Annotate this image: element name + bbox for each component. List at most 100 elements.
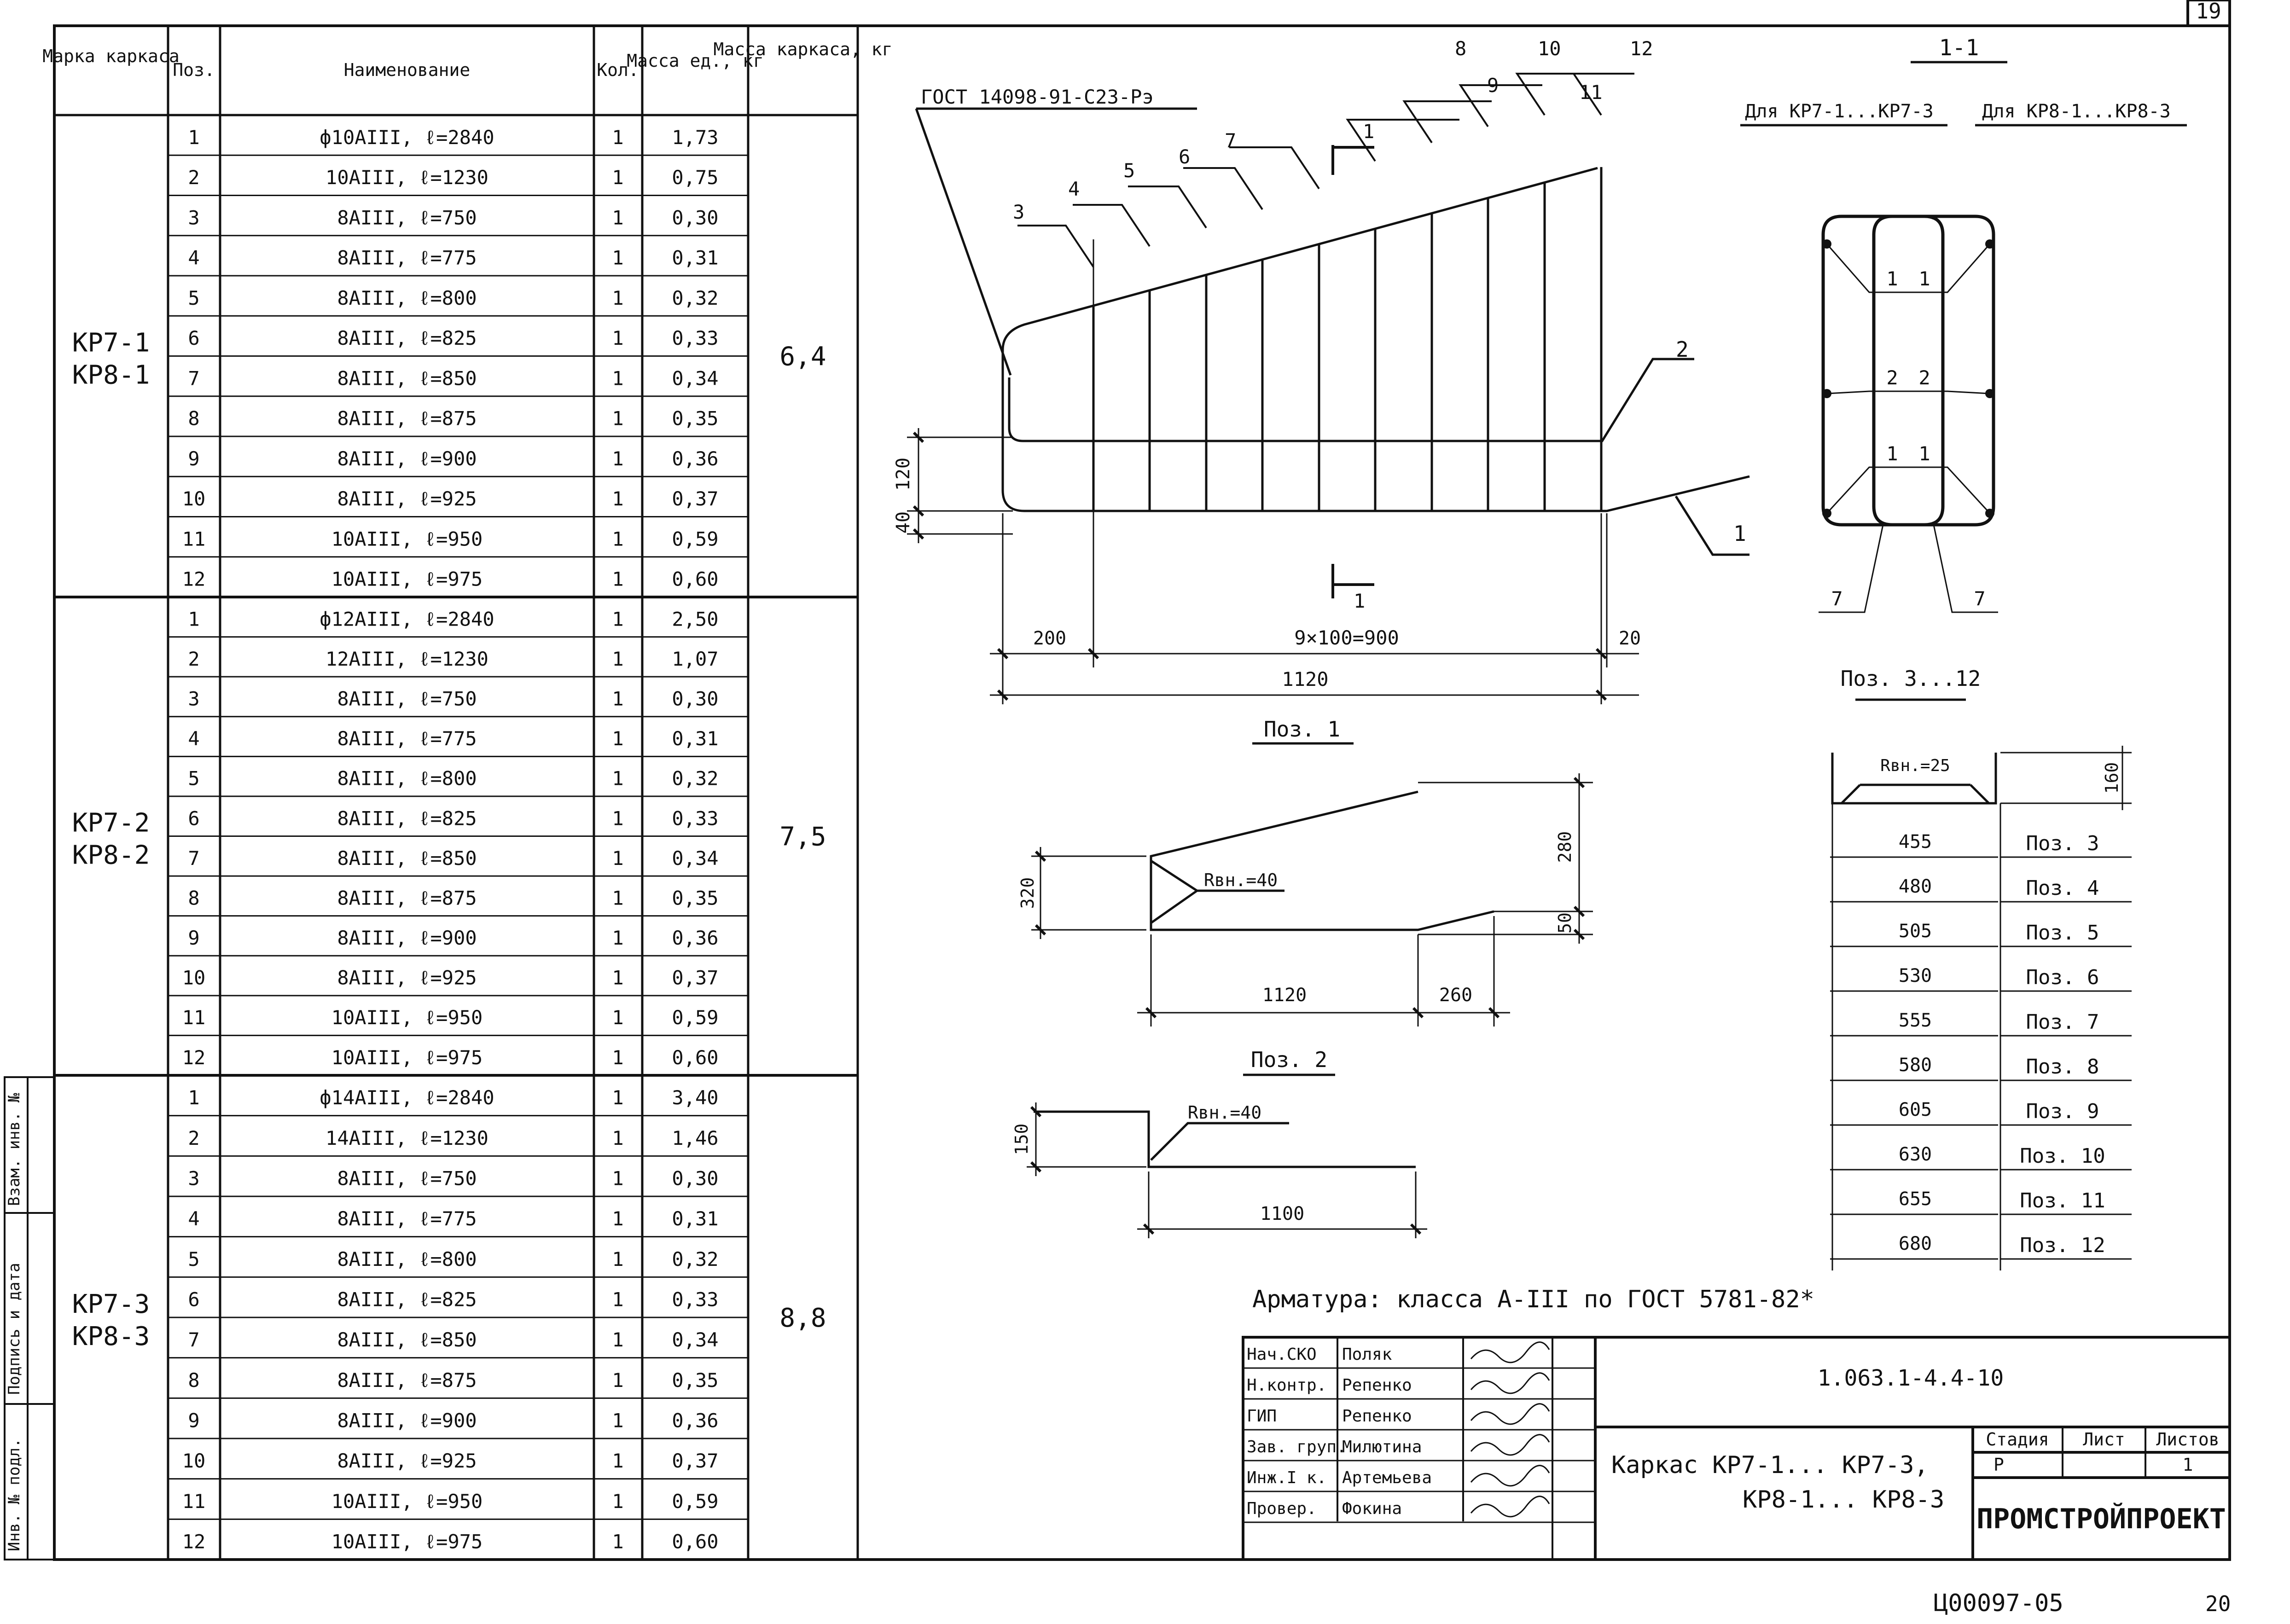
pos-cell: 1: [188, 1086, 199, 1109]
name-cell: 10АIII, ℓ=950: [331, 1490, 483, 1513]
name-cell: 10АIII, ℓ=975: [331, 1530, 483, 1553]
mass-unit-cell: 0,33: [672, 807, 718, 829]
pos-cell: 4: [188, 727, 199, 750]
signature: [1470, 1434, 1550, 1456]
pos-label: 5: [1123, 159, 1135, 182]
qty-cell: 1: [612, 247, 623, 269]
mass-unit-cell: 0,60: [672, 1046, 718, 1069]
mass-unit-cell: 0,31: [672, 1207, 718, 1230]
dim-40: 40: [893, 511, 914, 534]
section-mark: 2: [1918, 366, 1930, 389]
qty-cell: 1: [612, 767, 623, 790]
signer-role: Зав. груп.: [1247, 1438, 1347, 1456]
mass-unit-cell: 0,34: [672, 1328, 718, 1351]
pos-cell: 11: [182, 528, 206, 550]
sheet-label: Лист: [2083, 1429, 2125, 1450]
section-1-1: 1-1 Для КР7-1...КР7-3 Для КР8-1...КР8-3 …: [1740, 35, 2187, 613]
name-cell: 8АIII, ℓ=775: [337, 727, 477, 750]
name-cell: 8АIII, ℓ=750: [337, 206, 477, 229]
mass-unit-cell: 0,59: [672, 1006, 718, 1029]
stage-label: Стадия: [1986, 1429, 2049, 1450]
mass-unit-cell: 0,34: [672, 367, 718, 389]
mass-unit-cell: 0,36: [672, 927, 718, 949]
section-mark: 1: [1886, 267, 1898, 290]
pos1-dim-320: 320: [1017, 877, 1038, 909]
sheets-value: 1: [2183, 1455, 2193, 1475]
drawing-title-line2: КР8-1... КР8-3: [1743, 1486, 1944, 1514]
pos3-12-title: Поз. 3...12: [1841, 666, 1981, 691]
section-mark: 7: [1974, 587, 1985, 610]
name-cell: 8АIII, ℓ=925: [337, 967, 477, 989]
frame-mark: КР8-1: [72, 360, 150, 390]
pos-cell: 9: [188, 447, 199, 470]
qty-cell: 1: [612, 206, 623, 229]
pos-cell: 3: [188, 688, 199, 710]
dim-spacing: 9×100=900: [1294, 626, 1399, 649]
pos-label: 9: [1487, 74, 1499, 97]
organization: ПРОМСТРОЙПРОЕКТ: [1976, 1502, 2226, 1535]
pos-leader: [1128, 186, 1207, 229]
frame-mass: 8,8: [779, 1303, 826, 1333]
pos-label: 7: [1225, 129, 1236, 152]
name-cell: 14АIII, ℓ=1230: [325, 1127, 488, 1149]
pos-leader: [1073, 204, 1151, 247]
bar-length: 455: [1899, 831, 1932, 853]
signature: [1470, 1496, 1550, 1518]
name-cell: 8АIII, ℓ=775: [337, 247, 477, 269]
reinforcement-note: Арматура: класса А-III по ГОСТ 5781-82*: [1252, 1286, 1814, 1313]
signer-role: Н.контр.: [1247, 1376, 1326, 1395]
mass-unit-cell: 0,32: [672, 287, 718, 309]
section-left-label: Для КР7-1...КР7-3: [1745, 101, 1933, 122]
name-cell: 8АIII, ℓ=900: [337, 927, 477, 949]
signer-name: Репенко: [1342, 1376, 1412, 1395]
name-cell: 10АIII, ℓ=950: [331, 528, 483, 550]
pos-cell: 2: [188, 648, 199, 670]
signer-name: Милютина: [1342, 1438, 1422, 1456]
name-cell: 8АIII, ℓ=800: [337, 1248, 477, 1270]
bar-pos: Поз. 9: [2026, 1100, 2099, 1123]
section-mark: 1: [1918, 442, 1930, 465]
pos-cell: 12: [182, 1530, 206, 1553]
signer-role: Нач.СКО: [1247, 1345, 1317, 1364]
pos-cell: 11: [182, 1490, 206, 1513]
mass-unit-cell: 1,46: [672, 1127, 718, 1149]
qty-cell: 1: [612, 327, 623, 349]
bar-length: 655: [1899, 1189, 1932, 1210]
qty-cell: 1: [612, 367, 623, 389]
pos-leader: [1402, 100, 1492, 144]
qty-cell: 1: [612, 1288, 623, 1311]
section-mark: 2: [1886, 366, 1898, 389]
qty-cell: 1: [612, 608, 623, 630]
qty-cell: 1: [612, 1248, 623, 1270]
qty-cell: 1: [612, 648, 623, 670]
qty-cell: 1: [612, 287, 623, 309]
qty-cell: 1: [612, 847, 623, 870]
qty-cell: 1: [612, 447, 623, 470]
mass-unit-cell: 0,59: [672, 1490, 718, 1513]
dim-1120: 1120: [1282, 668, 1328, 690]
qty-cell: 1: [612, 1086, 623, 1109]
mass-unit-cell: 0,31: [672, 727, 718, 750]
dim-20: 20: [1619, 628, 1641, 649]
name-cell: 8АIII, ℓ=825: [337, 327, 477, 349]
pos-cell: 10: [182, 487, 206, 510]
header-mass-frame: Масса каркаса, кг: [714, 39, 893, 59]
mark-leader: [1901, 244, 1991, 293]
name-cell: 8АIII, ℓ=750: [337, 688, 477, 710]
rebar-schedule-table: Марка каркаса Поз. Наименование Кол. Мас…: [42, 24, 893, 1561]
name-cell: 8АIII, ℓ=800: [337, 287, 477, 309]
qty-cell: 1: [612, 166, 623, 189]
drawing-title-line1: Каркас КР7-1... КР7-3,: [1611, 1451, 1929, 1479]
mark-leader: [1826, 390, 1915, 394]
frame-mark: КР8-2: [72, 841, 150, 870]
mass-unit-cell: 0,30: [672, 206, 718, 229]
mark-leader: [1819, 524, 1884, 613]
side-stamp-inv-orig: Инв. № подл.: [5, 1438, 23, 1551]
qty-cell: 1: [612, 1409, 623, 1432]
pos-cell: 6: [188, 807, 199, 829]
section-right-label: Для КР8-1...КР8-3: [1982, 101, 2170, 122]
signature: [1470, 1403, 1550, 1425]
pos1-dim-280: 280: [1555, 831, 1575, 863]
